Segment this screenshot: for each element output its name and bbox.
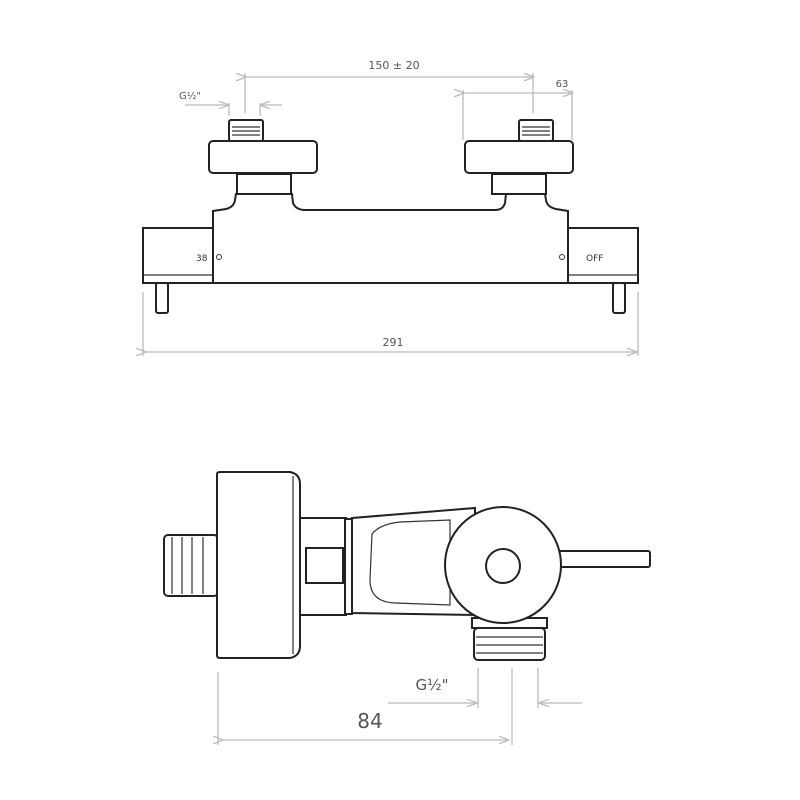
collar (299, 517, 353, 616)
left-temperature-knob[interactable]: 38 (142, 227, 222, 314)
dimension-thread-top: G½" (179, 90, 282, 116)
marker-dot-icon (216, 254, 222, 260)
dim-depth-84-label: 84 (357, 709, 382, 733)
mixer-body (212, 193, 569, 284)
dimension-depth-63: 63 (463, 79, 572, 140)
outlet-connector (471, 617, 548, 661)
side-view: G½" 84 (163, 471, 651, 745)
dimension-inlet-spacing: 150 ± 20 (245, 59, 533, 113)
left-knob-label: 38 (196, 254, 208, 264)
dial-center-icon (485, 548, 521, 584)
dimension-total-width: 291 (143, 292, 639, 356)
dim-total-width-label: 291 (383, 336, 404, 349)
left-inlet (208, 119, 318, 195)
wall-nipple (163, 534, 219, 597)
handle-lever[interactable] (558, 550, 651, 568)
dim-thread-label: G½" (179, 90, 201, 102)
dim-inlet-spacing-label: 150 ± 20 (368, 59, 419, 72)
dim-thread-side-label: G½" (415, 676, 448, 694)
dimension-thread-side: G½" (388, 668, 582, 708)
right-inlet (464, 119, 574, 195)
dimension-depth-84: 84 (218, 668, 513, 745)
dim-depth-label: 63 (556, 79, 569, 90)
right-flow-knob[interactable]: OFF (559, 227, 639, 314)
marker-dot-icon (559, 254, 565, 260)
right-knob-label: OFF (586, 254, 603, 264)
front-view: 150 ± 20 63 G½" (142, 59, 639, 356)
wall-flange (216, 471, 301, 659)
